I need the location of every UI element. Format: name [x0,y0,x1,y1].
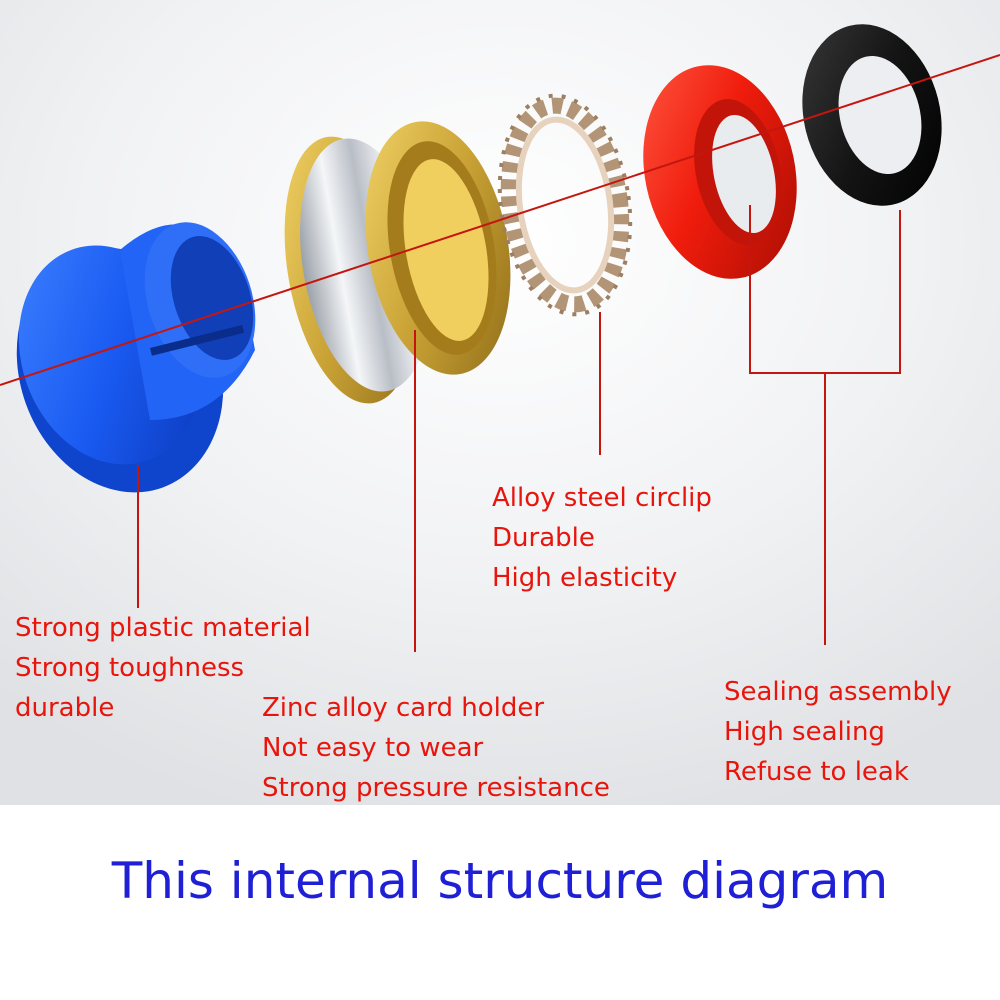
toothed-washer-icon [497,93,633,317]
label-line: Strong pressure resistance [262,773,610,803]
label-line: Refuse to leak [724,757,909,787]
blue-sleeve-icon [16,222,256,493]
label-line: Sealing assembly [724,677,952,707]
label-line: Not easy to wear [262,733,484,763]
label-line: durable [15,693,115,723]
label-line: High elasticity [492,563,678,593]
black-seal-ring-icon [802,24,942,206]
label-line: Alloy steel circlip [492,483,712,513]
axis-line [0,54,1000,386]
label-plastic-sleeve: Strong plastic material Strong toughness… [15,608,311,728]
label-line: Durable [492,523,595,553]
label-card-holder: Zinc alloy card holder Not easy to wear … [262,688,610,808]
label-circlip: Alloy steel circlip Durable High elastic… [492,478,712,598]
diagram-title: This internal structure diagram [111,852,889,910]
label-line: Zinc alloy card holder [262,693,545,723]
exploded-view-photo [0,0,1000,805]
red-seal-ring-icon [643,65,797,279]
label-line: Strong toughness [15,653,245,683]
label-line: Strong plastic material [15,613,311,643]
label-line: High sealing [724,717,885,747]
label-sealing: Sealing assembly High sealing Refuse to … [724,672,952,792]
